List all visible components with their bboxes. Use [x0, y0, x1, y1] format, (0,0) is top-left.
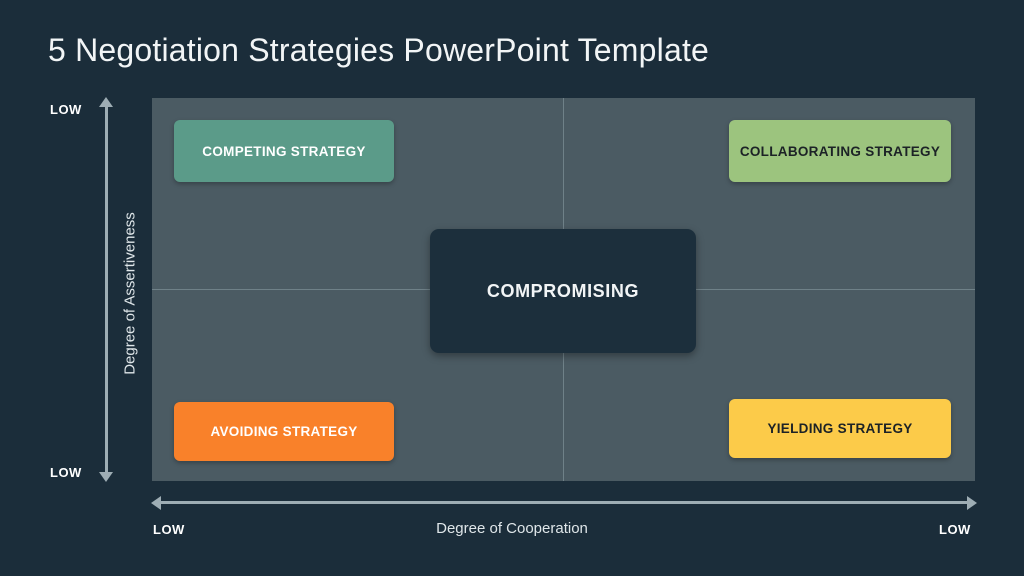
strategy-matrix: COMPETING STRATEGY COLLABORATING STRATEG… [152, 98, 975, 481]
y-axis-top-tick-label: LOW [50, 102, 82, 117]
center-compromising-box[interactable]: COMPROMISING [430, 229, 696, 353]
x-axis-line [160, 501, 968, 504]
y-axis-title: Degree of Assertiveness [121, 212, 139, 375]
quadrant-yielding-strategy[interactable]: YIELDING STRATEGY [729, 399, 951, 458]
x-axis-title: Degree of Cooperation [436, 520, 588, 537]
arrow-down-icon [99, 472, 113, 482]
y-axis-bottom-tick-label: LOW [50, 465, 82, 480]
arrow-left-icon [151, 496, 161, 510]
arrow-right-icon [967, 496, 977, 510]
x-axis-right-tick-label: LOW [939, 522, 971, 537]
y-axis-line [105, 104, 108, 479]
quadrant-collaborating-strategy[interactable]: COLLABORATING STRATEGY [729, 120, 951, 182]
quadrant-competing-strategy[interactable]: COMPETING STRATEGY [174, 120, 394, 182]
page-title: 5 Negotiation Strategies PowerPoint Temp… [48, 32, 710, 68]
arrow-up-icon [99, 97, 113, 107]
x-axis-left-tick-label: LOW [153, 522, 185, 537]
quadrant-avoiding-strategy[interactable]: AVOIDING STRATEGY [174, 402, 394, 461]
